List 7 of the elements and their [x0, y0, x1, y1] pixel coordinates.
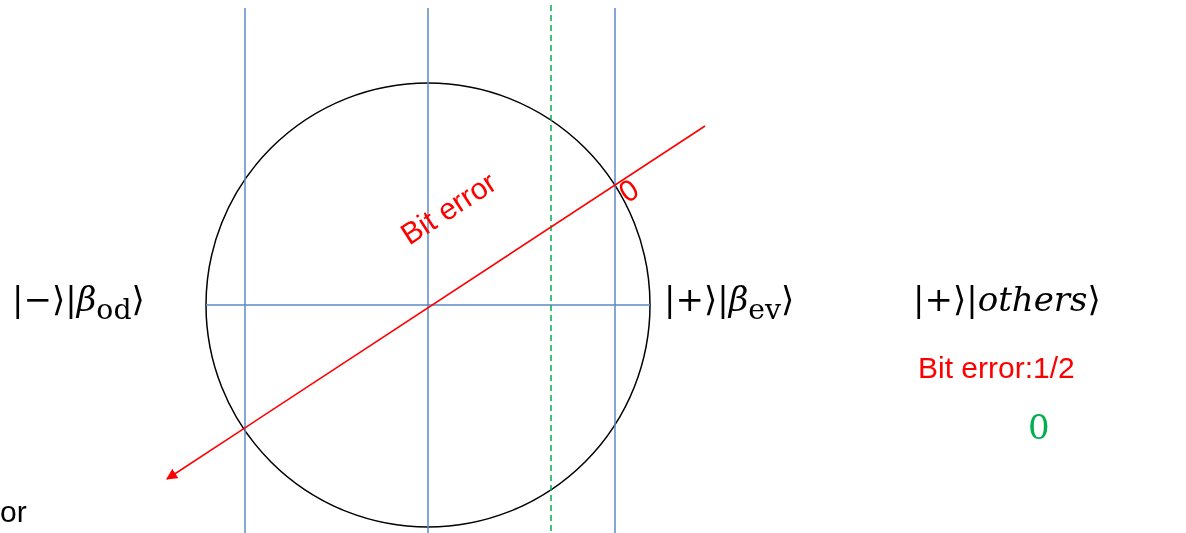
bit-error-label: Bit error [395, 166, 502, 250]
bit-error-label: Bit error:1/2 [918, 353, 1075, 383]
bit-value-label: 0 [613, 173, 644, 208]
state-label: |−⟩|β$_{od}$⟩ [12, 282, 145, 325]
bit-value-label: 0 [1028, 410, 1050, 444]
state-label: |+⟩|β$_{ev}$⟩ [664, 282, 795, 325]
text-label: or [0, 497, 27, 527]
